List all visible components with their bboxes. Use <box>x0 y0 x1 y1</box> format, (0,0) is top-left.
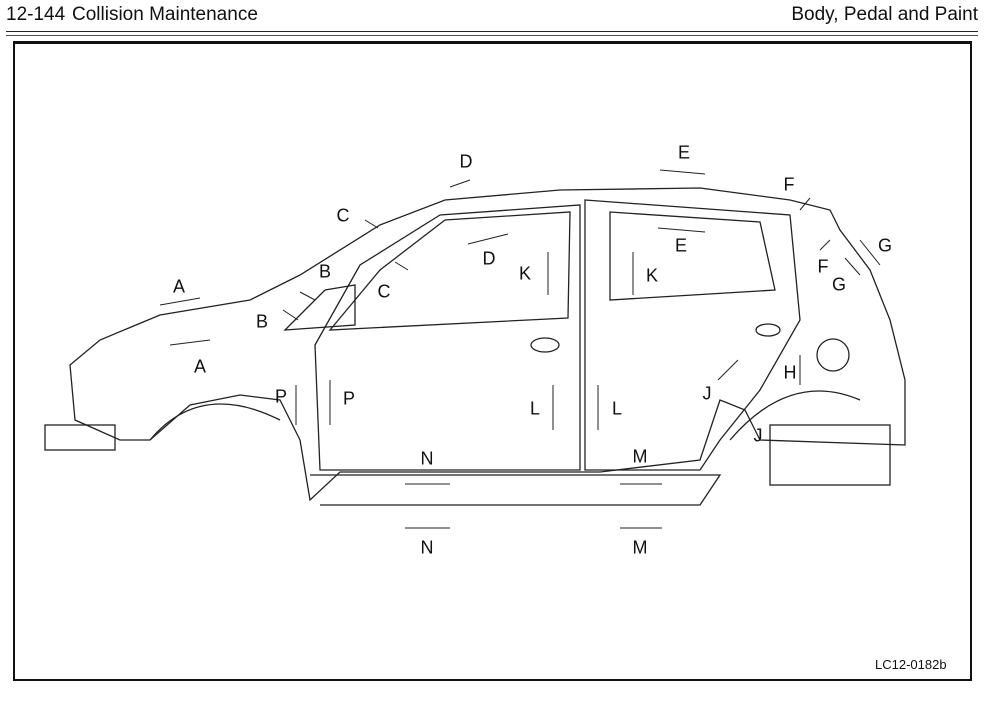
callout-label: A <box>193 356 207 377</box>
callout-label: B <box>318 261 332 282</box>
callout-label: D <box>482 248 496 269</box>
rear-door-handle <box>755 323 781 337</box>
callout-label: M <box>632 446 648 467</box>
callout-label: P <box>274 386 288 407</box>
callout-label: D <box>459 151 473 172</box>
chapter-title: Body, Pedal and Paint <box>791 4 978 25</box>
callout-label: F <box>783 174 795 195</box>
callout-label: J <box>753 425 763 446</box>
figure-code: LC12-0182b <box>875 657 947 672</box>
rocker-panel <box>310 474 722 506</box>
rear-window <box>609 211 776 301</box>
header-rule-secondary <box>6 35 978 36</box>
fuel-door <box>816 338 850 372</box>
callout-label: N <box>420 448 434 469</box>
front-wheel-arch <box>149 403 281 441</box>
rear-door <box>584 199 801 471</box>
callout-label: F <box>817 256 829 277</box>
front-door-handle <box>530 337 560 353</box>
section-title: Collision Maintenance <box>72 4 258 25</box>
callout-label: H <box>783 362 797 383</box>
callout-label: P <box>342 388 356 409</box>
body-outline <box>69 187 906 502</box>
front-frame-rail <box>44 424 116 451</box>
callout-label: J <box>702 383 712 404</box>
callout-label: E <box>674 235 688 256</box>
arrow-markers <box>159 169 881 529</box>
header-rule <box>6 31 978 32</box>
quarter-window <box>283 284 356 331</box>
callout-label: B <box>255 311 269 332</box>
callout-label: E <box>677 142 691 163</box>
page-number: 12-144 <box>6 4 66 25</box>
front-window <box>328 211 571 331</box>
callout-label: G <box>877 235 893 256</box>
callout-label: K <box>645 265 659 286</box>
callout-label: L <box>611 398 623 419</box>
callout-label: A <box>172 276 186 297</box>
rear-tank <box>769 424 891 486</box>
callout-label: C <box>377 281 391 302</box>
front-door <box>314 204 581 471</box>
callout-label: K <box>518 263 532 284</box>
callout-label: G <box>831 274 847 295</box>
rear-wheel-arch <box>729 390 861 441</box>
callout-label: N <box>420 537 434 558</box>
callout-label: M <box>632 537 648 558</box>
callout-label: C <box>336 205 350 226</box>
callout-label: L <box>529 398 541 419</box>
figure-frame <box>13 41 972 681</box>
